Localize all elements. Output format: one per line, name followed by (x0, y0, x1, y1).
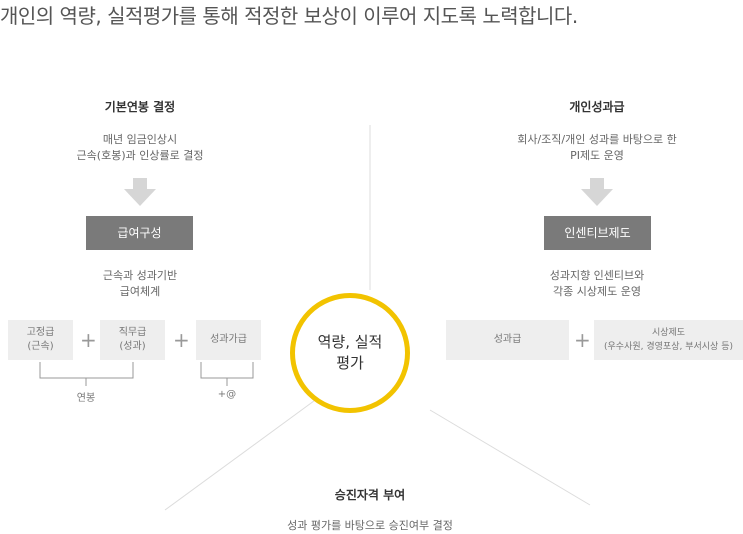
plus-sign: + (173, 328, 190, 352)
bonus-bracket (200, 362, 254, 379)
right-down-arrow-icon (581, 178, 613, 206)
right-description: 회사/조직/개인 성과를 바탕으로 한 PI제도 운영 (517, 133, 677, 162)
bonus-label: +@ (217, 389, 237, 400)
plus-sign: + (574, 328, 591, 352)
bottom-right-divider (429, 409, 591, 506)
salary-label: 연봉 (76, 393, 96, 404)
right-title: 개인성과급 (569, 100, 625, 114)
bottom-description: 성과 평가를 바탕으로 승진여부 결정 (287, 519, 453, 532)
left-down-arrow-icon (124, 178, 156, 206)
left-title: 기본연봉 결정 (104, 100, 176, 114)
job-pay-box: 직무급 (성과) (100, 320, 165, 360)
bottom-left-divider (164, 397, 319, 511)
performance-pay-box: 성과급 (446, 320, 569, 360)
left-sub-description: 근속과 성과기반 급여체계 (102, 269, 178, 298)
right-sub-description: 성과지향 인센티브와 각종 시상제도 운영 (549, 269, 645, 298)
plus-sign: + (80, 328, 97, 352)
left-description: 매년 임금인상시 근속(호봉)과 인상률로 결정 (76, 133, 204, 162)
evaluation-circle: 역량, 실적 평가 (290, 293, 410, 413)
incentive-system-box: 인센티브제도 (544, 216, 651, 250)
fixed-pay-box: 고정급 (근속) (8, 320, 73, 360)
performance-bonus-box: 성과가급 (196, 320, 261, 360)
page-headline: 개인의 역량, 실적평가를 통해 적정한 보상이 이루어 지도록 노력합니다. (0, 4, 578, 28)
bottom-title: 승진자격 부여 (334, 488, 406, 502)
salary-bracket (39, 362, 134, 379)
award-system-box: 시상제도 (우수사원, 경영포상, 부서시상 등) (594, 320, 743, 360)
salary-structure-box: 급여구성 (86, 216, 193, 250)
